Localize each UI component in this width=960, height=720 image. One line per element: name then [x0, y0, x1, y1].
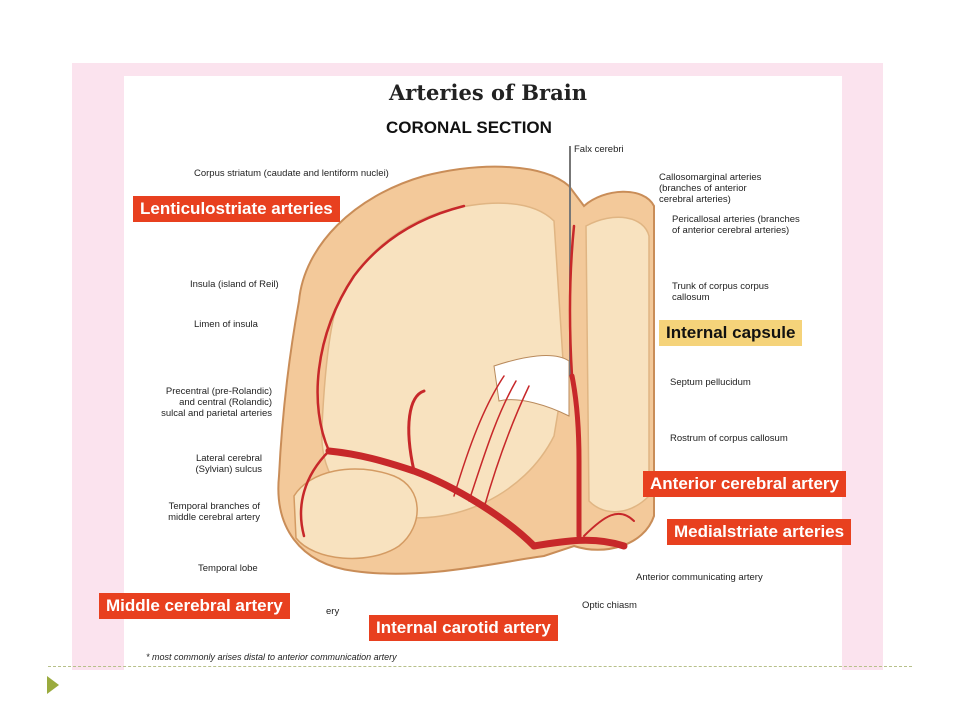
brain-diagram — [277, 146, 655, 575]
right-hemisphere-white — [585, 216, 650, 513]
callout-lenticulostriate: Lenticulostriate arteries — [133, 196, 340, 222]
label-temporal-lobe: Temporal lobe — [198, 563, 258, 574]
label-insula: Insula (island of Reil) — [190, 279, 279, 290]
callout-internal-capsule: Internal capsule — [659, 320, 803, 346]
label-septum: Septum pellucidum — [670, 377, 751, 388]
label-limen: Limen of insula — [194, 319, 258, 330]
diagram-subtitle: CORONAL SECTION — [386, 118, 552, 137]
artery-network — [299, 204, 635, 550]
callout-anterior-cerebral: Anterior cerebral artery — [643, 471, 846, 497]
label-lateral-cerebral: Lateral cerebral (Sylvian) sulcus — [195, 453, 262, 475]
label-anterior-communicating: Anterior communicating artery — [636, 572, 763, 583]
temporal-lobe-shape — [293, 468, 418, 560]
label-trunk-corpus: Trunk of corpus corpus callosum — [672, 281, 769, 303]
label-corpus-striatum: Corpus striatum (caudate and lentiform n… — [194, 168, 389, 179]
label-falx-cerebri: Falx cerebri — [574, 144, 624, 155]
diagram-title: Arteries of Brain — [389, 80, 587, 105]
brain-figure: Arteries of Brain CORONAL SECTION Corpus… — [124, 76, 842, 670]
label-temporal-branches: Temporal branches of middle cerebral art… — [168, 501, 260, 523]
footer-divider — [48, 666, 912, 667]
slide-bullet-icon — [47, 676, 59, 694]
label-callosomarginal: Callosomarginal arteries (branches of an… — [659, 172, 762, 205]
callout-medialstriate: Medialstriate arteries — [667, 519, 852, 545]
ventricle-shape — [493, 355, 570, 417]
label-precentral: Precentral (pre-Rolandic) and central (R… — [161, 386, 272, 419]
label-rostrum: Rostrum of corpus callosum — [670, 433, 788, 444]
callout-middle-cerebral: Middle cerebral artery — [99, 593, 290, 619]
footnote: * most commonly arises distal to anterio… — [146, 652, 397, 662]
label-pericallosal: Pericallosal arteries (branches of anter… — [672, 214, 800, 236]
label-optic-chiasm: Optic chiasm — [582, 600, 637, 611]
label-hidden-suffix: ery — [326, 606, 340, 617]
callout-internal-carotid: Internal carotid artery — [369, 615, 558, 641]
